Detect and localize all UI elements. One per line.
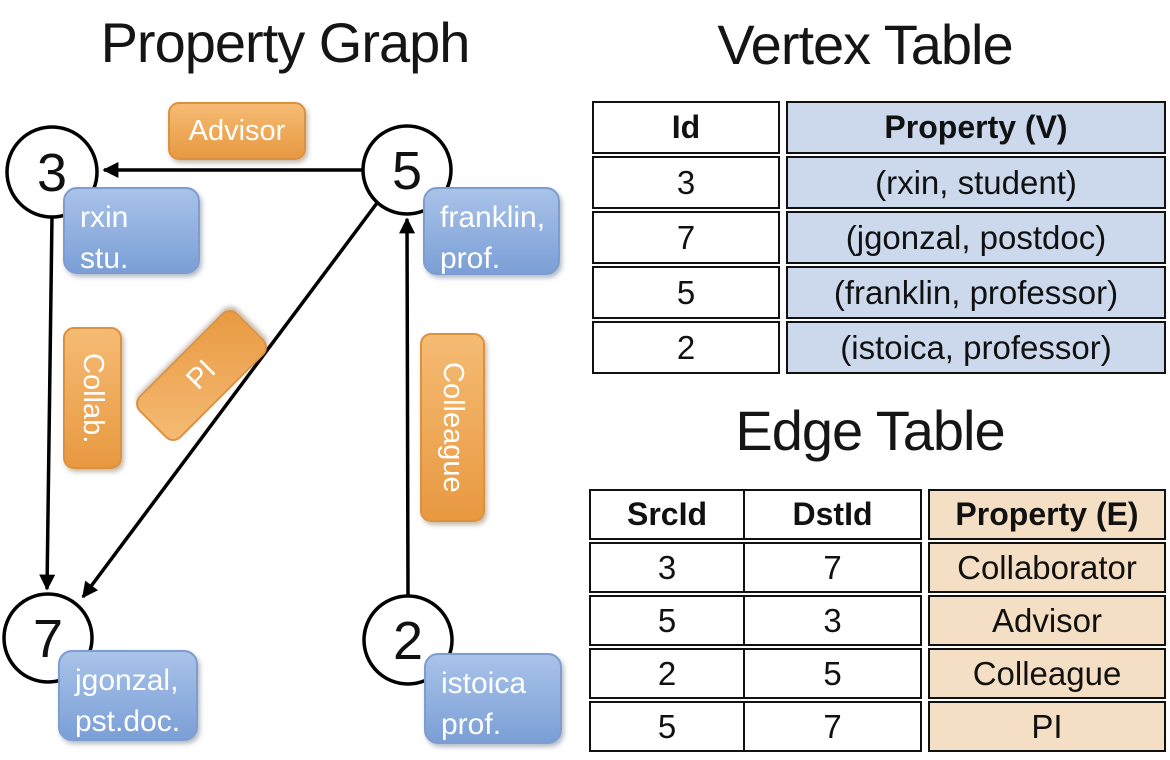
vertex-table-property-cell: (rxin, student) <box>786 156 1166 209</box>
node-property-box-franklin: franklin, prof. <box>423 187 560 275</box>
edge-label-collab: Collab. <box>63 327 122 469</box>
edge-table-title: Edge Table <box>735 399 1005 462</box>
edge-table-header-property: Property (E) <box>928 489 1166 540</box>
node-property-franklin-line1: franklin, <box>440 201 546 234</box>
edge-pi-line <box>81 201 379 599</box>
edge-table-dst-cell: 5 <box>745 648 922 699</box>
edge-label-pi-text: PI <box>180 354 223 397</box>
graph-canvas: 3 5 7 2 <box>2 124 454 686</box>
vertex-table-property-cell: (jgonzal, postdoc) <box>786 211 1166 264</box>
node-property-rxin-line1: rxin <box>80 201 129 234</box>
edge-table-header-dstid: DstId <box>745 489 922 540</box>
node-property-jgonzal-line2: pst.doc. <box>75 705 181 739</box>
edge-table-header-srcid: SrcId <box>589 489 745 540</box>
edge-table-property-cell: PI <box>928 701 1166 752</box>
vertex-table-id-cell: 3 <box>592 156 780 209</box>
edge-label-colleague: Colleague <box>420 333 485 522</box>
edge-table-dst-cell: 7 <box>745 701 922 752</box>
edge-table-property-column: Property (E) Collaborator Advisor Collea… <box>928 489 1166 752</box>
edge-table-src-cell: 2 <box>589 648 745 699</box>
edge-table-dst-cell: 7 <box>745 542 922 593</box>
vertex-table-id-cell: 2 <box>592 321 780 374</box>
node-property-jgonzal-line1: jgonzal, <box>75 664 179 697</box>
edge-table-dst-cell: 3 <box>745 595 922 646</box>
edge-table-property-cell: Collaborator <box>928 542 1166 593</box>
edge-colleague-line <box>399 217 416 596</box>
edge-table-property-cell: Advisor <box>928 595 1166 646</box>
edge-table-src-cell: 5 <box>589 701 745 752</box>
edge-label-advisor: Advisor <box>168 102 306 160</box>
node-3-id: 3 <box>37 143 67 203</box>
vertex-table-id-column: Id 3 7 5 2 <box>592 101 780 374</box>
vertex-table-header-id: Id <box>592 101 780 154</box>
edge-table-src-cell: 3 <box>589 542 745 593</box>
node-property-rxin-line2: stu. <box>80 242 129 276</box>
node-5-id: 5 <box>392 141 422 201</box>
node-property-box-istoica: istoica prof. <box>424 653 562 744</box>
node-property-box-jgonzal: jgonzal, pst.doc. <box>58 650 198 741</box>
vertex-table-property-cell: (franklin, professor) <box>786 266 1166 319</box>
node-property-box-rxin: rxin stu. <box>63 187 200 275</box>
vertex-table-property-column: Property (V) (rxin, student) (jgonzal, p… <box>786 101 1166 374</box>
node-property-istoica-line2: prof. <box>441 708 502 742</box>
property-graph-title: Property Graph <box>100 11 471 74</box>
edge-label-collab-text: Collab. <box>77 352 109 444</box>
node-property-istoica-line1: istoica <box>441 667 527 700</box>
edge-table-property-cell: Colleague <box>928 648 1166 699</box>
edge-label-advisor-text: Advisor <box>188 114 286 147</box>
edge-label-colleague-text: Colleague <box>437 362 469 493</box>
node-property-franklin-line2: prof. <box>440 242 501 276</box>
edge-collab-line <box>39 215 56 591</box>
node-2-id: 2 <box>393 611 423 671</box>
vertex-table-id-cell: 7 <box>592 211 780 264</box>
vertex-table-title: Vertex Table <box>717 13 1013 76</box>
edge-table-id-columns: SrcId DstId 3 7 5 3 2 5 5 7 <box>589 489 922 752</box>
vertex-table-property-cell: (istoica, professor) <box>786 321 1166 374</box>
vertex-table-id-cell: 5 <box>592 266 780 319</box>
vertex-table-header-property: Property (V) <box>786 101 1166 154</box>
edge-table-src-cell: 5 <box>589 595 745 646</box>
